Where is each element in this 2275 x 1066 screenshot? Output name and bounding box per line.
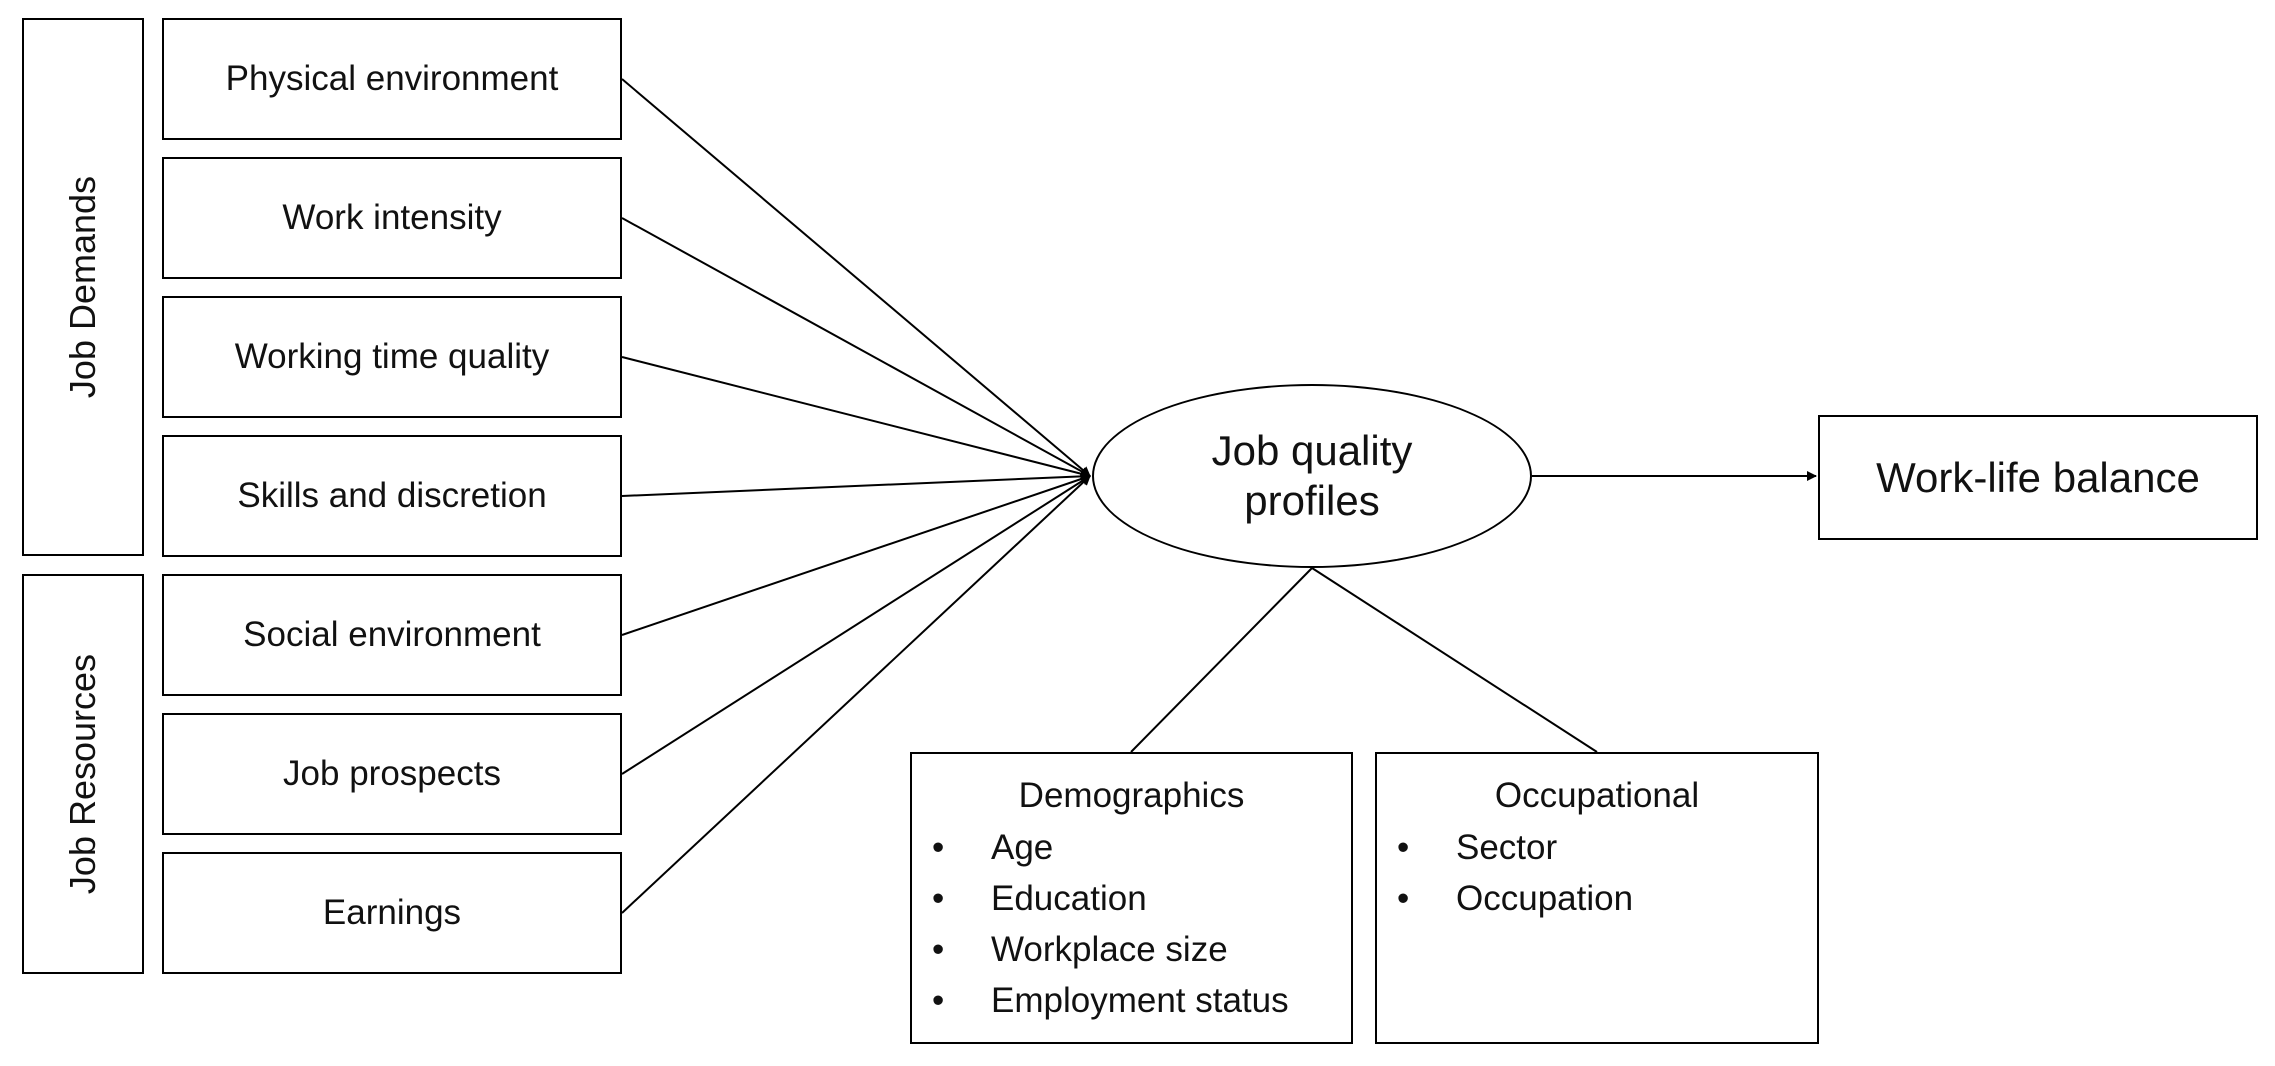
occupational-connector	[1311, 567, 1598, 753]
list-item: • Age	[912, 822, 1351, 873]
job-demands-group: Job Demands	[22, 18, 144, 556]
list-item: • Occupation	[1377, 873, 1817, 924]
factor-skills-and-discretion: Skills and discretion	[162, 435, 622, 557]
demographics-connector	[1130, 567, 1313, 753]
demographics-item-age: Age	[991, 828, 1054, 867]
job-resources-group: Job Resources	[22, 574, 144, 974]
job-demands-label: Job Demands	[62, 175, 103, 399]
demographics-item-employment-status: Employment status	[991, 981, 1289, 1020]
demographics-box: Demographics • Age • Education • Workplace …	[910, 752, 1353, 1044]
factor-arrows	[621, 78, 1091, 914]
list-item: • Workplace size	[912, 924, 1351, 975]
list-item: • Employment status	[912, 975, 1351, 1026]
factor-arrow	[621, 475, 1091, 775]
demographics-list: • Age • Education • Workplace size • Employm…	[912, 822, 1351, 1026]
work-life-balance-box: Work-life balance	[1818, 415, 2258, 540]
occupational-list: • Sector • Occupation	[1377, 822, 1817, 924]
occupational-item-occupation: Occupation	[1456, 879, 1634, 918]
job-quality-profiles-label: Job quality profiles	[1211, 426, 1413, 524]
occupational-title: Occupational	[1494, 776, 1700, 815]
bullet-icon: •	[932, 879, 945, 918]
factor-working-time-quality: Working time quality	[162, 296, 622, 418]
bullet-icon: •	[1397, 828, 1410, 867]
factor-arrow	[621, 217, 1091, 477]
factor-work-intensity: Work intensity	[162, 157, 622, 279]
occupational-box: Occupational • Sector • Occupation	[1375, 752, 1819, 1044]
demographics-item-education: Education	[991, 879, 1147, 918]
factor-arrow	[621, 474, 1091, 636]
factor-arrow	[621, 78, 1091, 477]
factor-social-environment: Social environment	[162, 574, 622, 696]
factor-arrow	[621, 471, 1091, 497]
list-item: • Education	[912, 873, 1351, 924]
demographics-title: Demographics	[1018, 776, 1245, 815]
factor-arrow	[621, 356, 1091, 479]
bullet-icon: •	[932, 828, 945, 867]
demographics-item-workplace-size: Workplace size	[991, 930, 1228, 969]
job-quality-profiles-node: Job quality profiles	[1092, 384, 1532, 568]
factor-arrow	[621, 475, 1091, 914]
bullet-icon: •	[932, 930, 945, 969]
occupational-item-sector: Sector	[1456, 828, 1558, 867]
list-item: • Sector	[1377, 822, 1817, 873]
factor-physical-environment: Physical environment	[162, 18, 622, 140]
factor-earnings: Earnings	[162, 852, 622, 974]
job-resources-label: Job Resources	[62, 653, 103, 895]
bullet-icon: •	[932, 981, 945, 1020]
bullet-icon: •	[1397, 879, 1410, 918]
factor-job-prospects: Job prospects	[162, 713, 622, 835]
